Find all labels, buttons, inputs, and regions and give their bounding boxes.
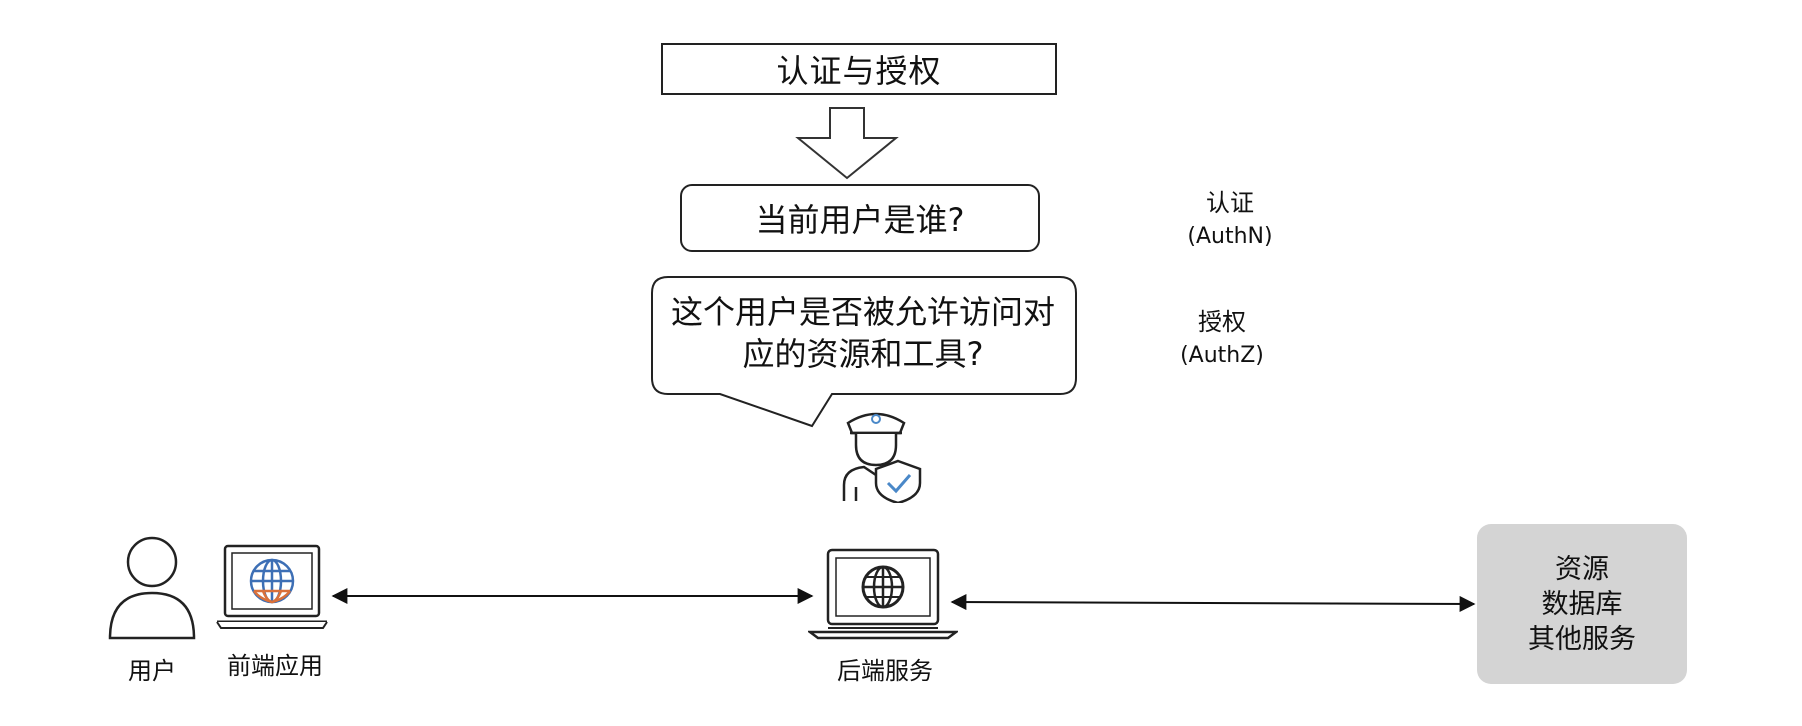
authz-label-sub: (AuthZ) [1180, 343, 1264, 368]
authz-label-text: 授权 [1198, 308, 1246, 336]
resources-box: 资源 数据库 其他服务 [1477, 524, 1687, 684]
backend-laptop-globe-icon [808, 548, 958, 640]
resource-item-other-services: 其他服务 [1528, 623, 1636, 655]
authn-question-box: 当前用户是谁? [680, 184, 1040, 252]
authn-label-sub: (AuthN) [1187, 224, 1273, 249]
authz-question-line-2: 应的资源和工具? [742, 335, 984, 373]
authn-label: 认证 (AuthN) [1170, 186, 1290, 254]
authn-question-text: 当前用户是谁? [755, 201, 965, 239]
authn-label-text: 认证 [1206, 189, 1254, 217]
frontend-laptop-globe-icon [216, 544, 328, 629]
frontend-label: 前端应用 [227, 652, 323, 680]
person-icon [108, 536, 196, 640]
title-box: 认证与授权 [661, 43, 1057, 95]
speech-bubble [651, 276, 1077, 428]
authz-question-text: 这个用户是否被允许访问对 应的资源和工具? [648, 291, 1078, 375]
authz-label: 授权 (AuthZ) [1162, 305, 1282, 373]
down-arrow [795, 107, 899, 180]
resource-item-resources: 资源 [1555, 553, 1609, 585]
arrow-backend-resources [950, 594, 1476, 612]
backend-label: 后端服务 [837, 657, 933, 685]
user-label: 用户 [128, 657, 176, 685]
guard-shield-icon [842, 412, 922, 503]
title-text: 认证与授权 [776, 52, 942, 90]
resource-item-database: 数据库 [1541, 588, 1623, 620]
authz-question-line-1: 这个用户是否被允许访问对 [670, 293, 1055, 331]
